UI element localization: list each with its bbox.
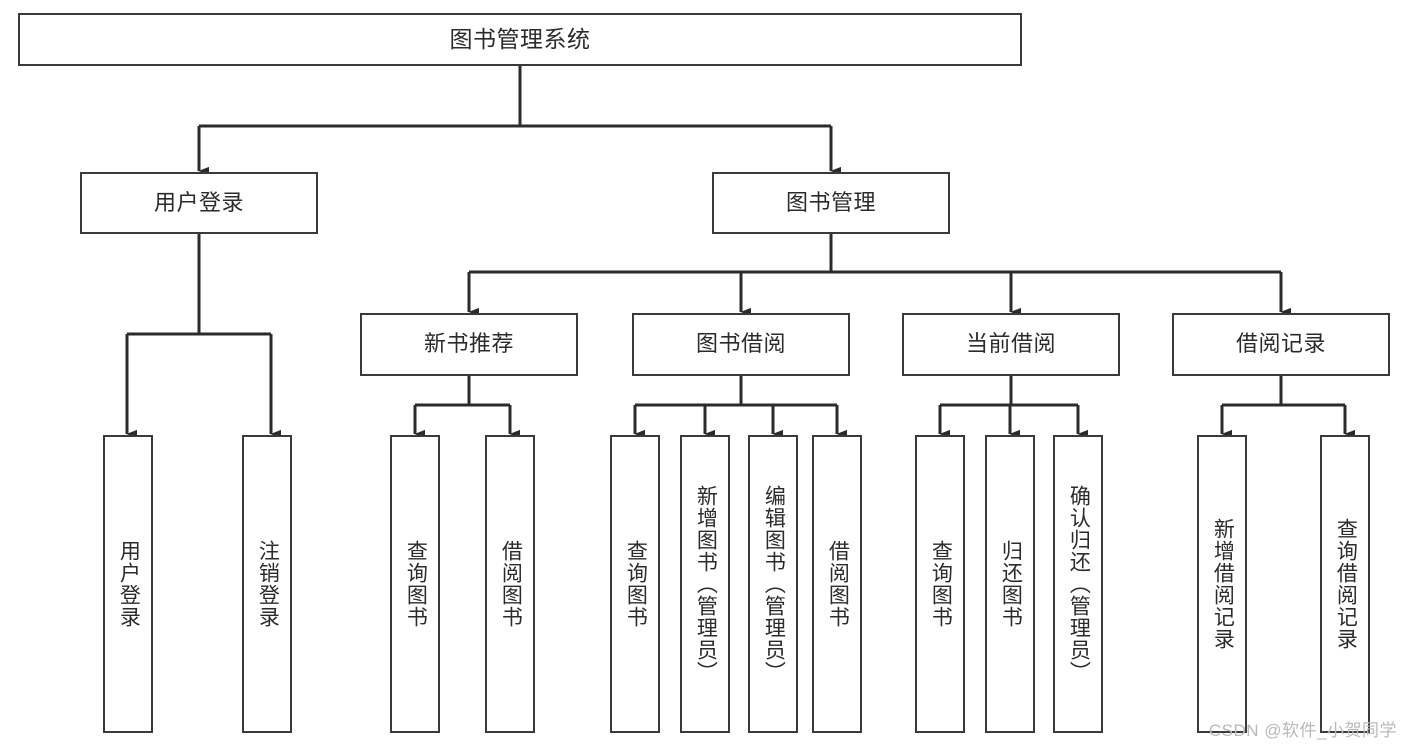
node-label: 用户登录 bbox=[153, 189, 244, 215]
node-leaf-query-book-recommend[interactable]: 查询图书 bbox=[390, 435, 440, 733]
node-label: 借阅图书 bbox=[499, 540, 523, 628]
node-label: 当前借阅 bbox=[965, 331, 1056, 357]
node-label: 图书借阅 bbox=[695, 331, 786, 357]
node-label: 图书管理系统 bbox=[449, 25, 591, 52]
node-label: 用户登录 bbox=[117, 540, 141, 628]
node-borrow-record[interactable]: 借阅记录 bbox=[1172, 313, 1390, 376]
node-leaf-confirm-return-admin[interactable]: 确认归还（管理员） bbox=[1053, 435, 1103, 733]
node-label: 查询图书 bbox=[624, 540, 648, 628]
node-current-borrow[interactable]: 当前借阅 bbox=[902, 313, 1120, 376]
node-label: 新增借阅记录 bbox=[1211, 518, 1235, 650]
node-user-login[interactable]: 用户登录 bbox=[80, 172, 318, 234]
node-label: 查询图书 bbox=[929, 540, 953, 628]
node-label: 借阅图书 bbox=[826, 540, 850, 628]
node-new-book-recommend[interactable]: 新书推荐 bbox=[360, 313, 578, 376]
node-label: 借阅记录 bbox=[1235, 331, 1326, 357]
node-root-book-management-system[interactable]: 图书管理系统 bbox=[18, 13, 1022, 66]
node-leaf-borrow-book-recommend[interactable]: 借阅图书 bbox=[485, 435, 535, 733]
node-label: 编辑图书（管理员） bbox=[762, 485, 786, 683]
node-label: 注销登录 bbox=[256, 540, 280, 628]
node-leaf-edit-book-admin[interactable]: 编辑图书（管理员） bbox=[748, 435, 798, 733]
node-leaf-add-book-admin[interactable]: 新增图书（管理员） bbox=[680, 435, 730, 733]
node-label: 新书推荐 bbox=[423, 331, 514, 357]
node-leaf-borrow-book[interactable]: 借阅图书 bbox=[812, 435, 862, 733]
node-label: 归还图书 bbox=[999, 540, 1023, 628]
node-label: 确认归还（管理员） bbox=[1067, 485, 1091, 683]
node-leaf-query-borrow-record[interactable]: 查询借阅记录 bbox=[1320, 435, 1370, 733]
node-leaf-query-book-borrow[interactable]: 查询图书 bbox=[610, 435, 660, 733]
node-label: 新增图书（管理员） bbox=[694, 485, 718, 683]
node-label: 查询图书 bbox=[404, 540, 428, 628]
node-leaf-return-book[interactable]: 归还图书 bbox=[985, 435, 1035, 733]
node-book-borrow[interactable]: 图书借阅 bbox=[632, 313, 850, 376]
node-leaf-add-borrow-record[interactable]: 新增借阅记录 bbox=[1197, 435, 1247, 733]
node-label: 图书管理 bbox=[785, 189, 876, 215]
node-leaf-logout[interactable]: 注销登录 bbox=[242, 435, 292, 733]
node-label: 查询借阅记录 bbox=[1334, 518, 1358, 650]
node-leaf-user-login[interactable]: 用户登录 bbox=[103, 435, 153, 733]
node-book-management[interactable]: 图书管理 bbox=[712, 172, 950, 234]
node-leaf-query-book-current[interactable]: 查询图书 bbox=[915, 435, 965, 733]
